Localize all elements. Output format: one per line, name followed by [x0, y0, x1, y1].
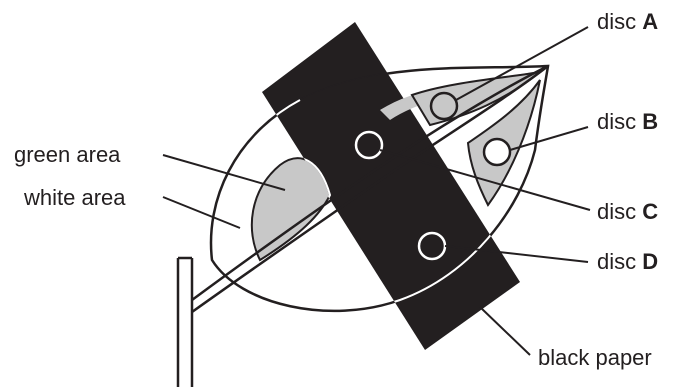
disc-c	[354, 130, 384, 160]
disc-b	[482, 137, 512, 167]
leader-disc-a	[455, 26, 589, 101]
leader-black-paper	[479, 306, 531, 356]
leader-white-area	[162, 196, 241, 229]
label-disc-a: disc A	[597, 9, 659, 34]
midrib	[191, 64, 549, 302]
leader-disc-d	[444, 245, 589, 263]
label-green-area: green area	[14, 142, 121, 167]
label-white-area: white area	[24, 185, 126, 210]
disc-d	[417, 231, 447, 261]
leader-disc-c	[379, 149, 591, 211]
green-area	[380, 72, 535, 120]
stem	[176, 256, 194, 387]
label-disc-d: disc D	[597, 249, 659, 274]
label-black-paper: black paper	[538, 345, 652, 370]
leader-disc-b	[509, 126, 589, 151]
label-disc-b: disc B	[597, 109, 659, 134]
label-disc-c: disc C	[597, 199, 659, 224]
disc-a	[429, 91, 459, 121]
leader-green-area	[162, 154, 286, 191]
